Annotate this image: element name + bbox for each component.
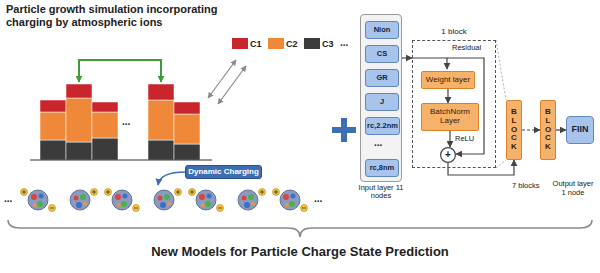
ellipsis: ... <box>4 193 12 205</box>
connector <box>447 89 448 103</box>
plus-sign <box>332 118 356 142</box>
block-group: 1 blockWeight layerBatchNorm Layer+ <box>412 40 496 168</box>
node-text: rc,2.2nm <box>367 122 398 130</box>
group-heading: Input layer 11 nodes <box>357 184 405 201</box>
node-text: Dynamic Charging <box>188 168 259 177</box>
input-node: GR <box>365 69 399 87</box>
node-text: GR <box>376 74 387 82</box>
brace <box>8 220 592 237</box>
node-text: J <box>380 98 384 106</box>
input-node: J <box>365 93 399 111</box>
particle <box>189 189 224 212</box>
exchange-arrow <box>208 60 236 98</box>
legend-text: C3 <box>322 39 334 49</box>
particle <box>70 189 98 211</box>
charging-arrow <box>158 172 185 185</box>
ellipsis: ... <box>122 116 130 128</box>
ellipsis: ... <box>340 37 348 49</box>
particle <box>273 189 308 212</box>
zoom-line <box>496 160 506 168</box>
layer-group: Input layer 11 nodesNionCSGRJrc,2.2nmrc,… <box>360 14 402 182</box>
particle <box>238 189 266 211</box>
axis-line <box>30 160 212 161</box>
edge-label: ReLU <box>454 135 475 143</box>
ellipsis: ... <box>314 193 322 205</box>
legend-text: C2 <box>286 39 298 49</box>
process-box: Dynamic Charging <box>185 165 262 179</box>
node-text: BLOCK <box>544 108 552 152</box>
size-bars <box>30 84 212 160</box>
zoom-line <box>496 40 506 100</box>
input-node: Nion <box>365 21 399 39</box>
input-node: CS <box>365 45 399 63</box>
growth-arrow <box>79 60 161 82</box>
layer-box: Weight layer <box>421 71 475 89</box>
node-text: BLOCK <box>510 108 518 152</box>
exchange-arrow <box>218 66 246 104</box>
output-node: FIIN <box>566 116 594 144</box>
legend-item: C2 <box>268 38 298 49</box>
sum-node: + <box>440 147 456 163</box>
legend-swatch <box>268 38 284 49</box>
connector <box>522 129 540 130</box>
block-count: 7 blocks <box>512 182 540 191</box>
flow-line <box>412 58 447 69</box>
node-text: Nion <box>374 26 391 34</box>
node-text: FIIN <box>572 125 589 135</box>
layer-caption: Output layer 1 node <box>550 180 596 197</box>
particle-row <box>21 189 308 212</box>
residual-label: Residual <box>452 44 481 53</box>
connector <box>402 57 412 58</box>
layer-box: BatchNorm Layer <box>421 103 479 131</box>
node-text: CS <box>377 50 387 58</box>
particle <box>154 189 182 211</box>
block-box: BLOCK <box>540 100 556 160</box>
panel-title: Particle growth simulation incorporating… <box>6 3 258 28</box>
group-heading: 1 block <box>441 28 466 37</box>
node-text: BatchNorm Layer <box>422 108 478 126</box>
legend-text: C1 <box>250 39 262 49</box>
legend-item: C1 <box>232 38 262 49</box>
connector <box>449 131 450 147</box>
particle <box>105 189 140 212</box>
figure-title: New Models for Particle Charge State Pre… <box>0 244 600 259</box>
ellipsis: ... <box>374 137 382 149</box>
node-text: + <box>445 150 451 160</box>
legend-item: C3 <box>304 38 334 49</box>
input-node: rc,8nm <box>365 159 399 177</box>
legend-swatch <box>232 38 248 49</box>
block-box: BLOCK <box>506 100 522 160</box>
connector <box>556 129 566 130</box>
node-text: Weight layer <box>426 76 470 85</box>
particle <box>21 189 56 212</box>
legend-swatch <box>304 38 320 49</box>
input-node: rc,2.2nm <box>365 117 400 135</box>
node-text: rc,8nm <box>370 164 395 172</box>
